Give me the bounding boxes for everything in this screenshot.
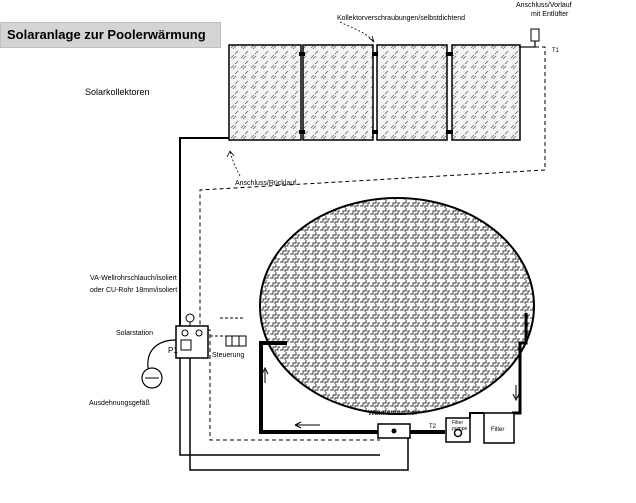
- panel-connector: [446, 130, 453, 134]
- fittings-arrowhead: [368, 35, 375, 43]
- station-valve-icon: [181, 329, 189, 337]
- return-connection-label: Anschluss/Rücklauf: [235, 180, 296, 187]
- filter-box: [483, 412, 515, 444]
- return-arrowhead: [226, 150, 235, 158]
- pump-to-filter: [469, 412, 484, 418]
- panel-connector: [299, 52, 305, 56]
- title-box: Solaranlage zur Poolerwärmung: [0, 22, 221, 48]
- pump-p1-icon: [180, 339, 192, 351]
- pipe-label-line2: oder CU-Rohr 18mm/isoliert: [90, 287, 177, 294]
- flow-vent-label-line1: Anschluss/Vorlauf: [516, 2, 572, 9]
- control-label: Steuerung: [212, 352, 244, 359]
- down-arrow: [512, 385, 520, 402]
- sensor-t2-label: T2: [429, 424, 437, 430]
- diagram-title: Solaranlage zur Poolerwärmung: [7, 27, 206, 42]
- filter-pump-label-line1: Filter: [452, 420, 463, 426]
- left-arrow: [294, 421, 320, 429]
- air-vent: [530, 28, 540, 42]
- controller: [210, 317, 247, 347]
- pool: [259, 197, 535, 415]
- supply-pipe-lower: [179, 352, 380, 456]
- solar-station: [175, 313, 209, 359]
- collectors-label: Solarkollektoren: [85, 87, 150, 97]
- panel-connector: [372, 130, 378, 134]
- pump-label: P1: [168, 346, 178, 355]
- filter-pump-label-line2: pumpe: [452, 426, 468, 432]
- return-pointer: [229, 150, 241, 177]
- sensor-t1-label: T1: [552, 48, 560, 54]
- station-valve-icon: [195, 329, 203, 337]
- fittings-pointer: [339, 21, 375, 43]
- solar-station-label: Solarstation: [116, 330, 153, 337]
- collector-panel-3: [376, 44, 448, 141]
- filter-label: Filter: [491, 427, 504, 433]
- panel-connector: [372, 52, 378, 56]
- flow-line-dashed-lower: [200, 329, 380, 441]
- collector-panel-4: [451, 44, 521, 141]
- collector-panel-2: [302, 44, 374, 141]
- return-pipe-lower: [189, 352, 409, 471]
- filter-pump-rotor-icon: [453, 428, 463, 438]
- collector-fittings-label: Kollektorverschraubungen/selbstdichtend: [337, 15, 465, 22]
- up-arrow: [261, 366, 269, 383]
- expansion-vessel-label: Ausdehnungsgefäß: [89, 400, 150, 407]
- pool-water: [259, 197, 535, 415]
- pool-return-pipe: [512, 313, 528, 415]
- vessel-pipe: [147, 339, 177, 369]
- flow-vent-label-line2: mit Entlüfter: [531, 11, 569, 18]
- panel-connector: [446, 52, 453, 56]
- heat-exchanger-port: [391, 428, 397, 434]
- heat-exchanger-label: Wärmetauscher: [368, 410, 418, 417]
- collector-panel-1: [228, 44, 302, 141]
- return-pipe: [179, 137, 229, 330]
- collector-array: [228, 44, 521, 141]
- panel-connector: [299, 130, 305, 134]
- controller-box: [225, 335, 247, 347]
- filter-pump: [445, 417, 471, 443]
- flow-line-dashed: [199, 46, 546, 330]
- heat-exchanger: [377, 423, 411, 439]
- pipe-label-line1: VA-Wellrohrschlauch/isoliert: [90, 275, 177, 282]
- pool-suction-pipe: [259, 341, 380, 434]
- thermometer-icon: [185, 313, 195, 323]
